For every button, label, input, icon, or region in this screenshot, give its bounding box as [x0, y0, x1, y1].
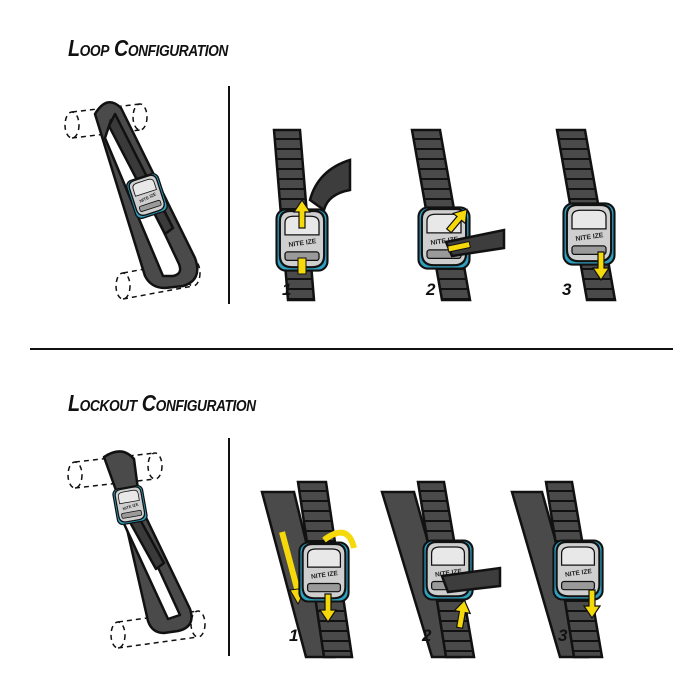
loop-configuration-title: Loop Configuration — [68, 35, 228, 61]
lockout-step-3-figure — [510, 480, 604, 659]
buckle-icon — [298, 541, 350, 603]
loop-step-1-figure — [272, 128, 352, 302]
buckle-icon — [111, 484, 149, 526]
lockout-step-3-label: 3 — [558, 626, 568, 645]
loop-overview-figure — [64, 101, 201, 300]
lockout-step-2-label: 2 — [422, 626, 432, 645]
loop-step-2-figure — [410, 128, 506, 302]
lockout-divider — [228, 438, 230, 656]
section-divider — [30, 348, 673, 350]
lockout-strap — [102, 450, 193, 635]
loop-step-3-label: 3 — [562, 280, 572, 299]
lockout-step-1-figure — [260, 480, 357, 659]
loop-step-3-figure — [555, 128, 617, 302]
loop-step-2-label: 2 — [426, 280, 436, 299]
lockout-step-2-figure — [380, 480, 502, 659]
loop-step-1-label: 1 — [282, 280, 292, 299]
lockout-overview-figure — [67, 450, 206, 649]
lockout-configuration-title: Lockout Configuration — [68, 390, 256, 416]
loop-divider — [228, 86, 230, 304]
lockout-step-1-label: 1 — [289, 626, 299, 645]
buckle-icon — [562, 202, 616, 266]
